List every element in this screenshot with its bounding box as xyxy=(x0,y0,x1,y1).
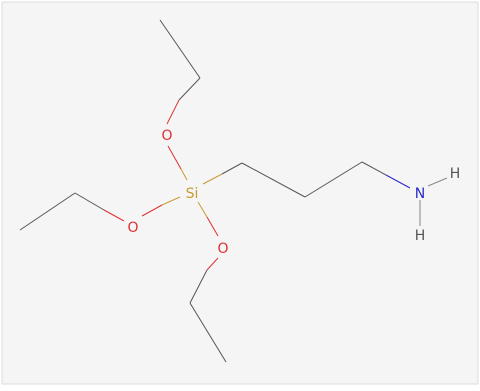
bond-ch2-o-top-red xyxy=(166,99,180,125)
atom-label-oxygen-bottom: O xyxy=(217,241,228,257)
bond-si-c1 xyxy=(221,162,243,175)
bond-o-ch2-bottom xyxy=(189,269,208,304)
bond-ch2-ch3-bottom xyxy=(189,302,227,363)
bond-c2-c3 xyxy=(304,161,363,198)
atom-label-oxygen-left: O xyxy=(127,220,138,236)
bond-o-si-top xyxy=(167,145,182,170)
bond-ch2-o-top xyxy=(178,77,201,101)
bond-ch3-ch2-top xyxy=(159,19,201,79)
atom-label-hydrogen-2: H xyxy=(415,228,426,244)
atom-label-oxygen-top: O xyxy=(161,128,172,144)
bond-c1-c2 xyxy=(241,162,306,198)
atom-label-silicon: Si xyxy=(186,186,199,202)
diagram-background xyxy=(1,1,479,385)
bond-ch3-ch2-left xyxy=(19,192,76,231)
bond-o-si-top-gold xyxy=(180,168,188,181)
bond-c3-n xyxy=(361,161,387,176)
atom-label-nitrogen: N xyxy=(415,186,425,202)
bond-o-si-left-gold xyxy=(161,196,181,206)
bond-si-c1-gold xyxy=(202,173,223,185)
bond-o-si-left xyxy=(141,204,163,217)
bond-si-o-bottom xyxy=(206,216,219,237)
atom-label-hydrogen-1: H xyxy=(450,166,461,182)
bond-o-ch2-bottom-red xyxy=(206,257,219,271)
bond-ch2-o-left-red xyxy=(103,209,125,222)
bond-c3-n-blue xyxy=(385,174,411,189)
bond-n-h1 xyxy=(427,177,448,187)
bond-ch2-o-left xyxy=(74,192,105,211)
bond-si-o-bottom-gold xyxy=(197,201,208,218)
